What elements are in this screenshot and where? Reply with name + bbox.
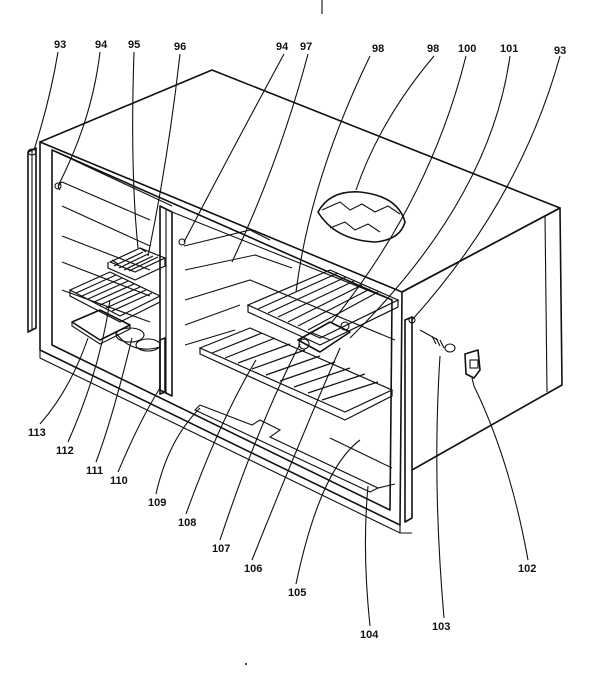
leader-98a — [295, 55, 371, 293]
right-bottom-pan — [194, 404, 396, 493]
callout-103: 103 — [432, 621, 450, 633]
leader-93a — [33, 51, 59, 151]
leader-112 — [67, 299, 111, 443]
right-lower-rack — [198, 327, 394, 421]
callout-95: 95 — [128, 39, 140, 51]
leader-100 — [331, 55, 467, 323]
callout-100: 100 — [458, 43, 476, 55]
leader-103 — [436, 355, 445, 619]
leader-111 — [95, 337, 133, 463]
leader-93b — [411, 55, 561, 321]
left-shelf-supports — [54, 181, 151, 323]
leader-94a — [57, 51, 101, 187]
leader-110 — [117, 387, 161, 473]
leader-113 — [39, 337, 89, 425]
cabinet-body — [39, 69, 563, 534]
left-upper-rack — [107, 247, 167, 281]
door-switch-part — [464, 349, 481, 387]
callout-93: 93 — [554, 45, 566, 57]
callout-94: 94 — [276, 41, 289, 53]
leader-98b — [355, 55, 435, 191]
callout-105: 105 — [288, 587, 306, 599]
leader-104 — [364, 485, 371, 627]
leader-106 — [251, 347, 341, 561]
callout-102: 102 — [518, 563, 536, 575]
leader-94b — [183, 53, 285, 243]
leader-95 — [132, 51, 139, 249]
hinge-pin-assembly — [404, 316, 456, 523]
left-side-rail — [159, 337, 166, 395]
leader-96 — [147, 53, 181, 257]
callout-98: 98 — [372, 43, 384, 55]
leader-101 — [349, 55, 511, 339]
callout-93: 93 — [54, 39, 66, 51]
callout-94: 94 — [95, 39, 108, 51]
speck — [245, 663, 247, 665]
callout-111: 111 — [86, 465, 103, 477]
leader-108a — [185, 359, 257, 515]
right-upper-rack — [246, 269, 400, 346]
callout-108: 108 — [178, 517, 196, 529]
callout-98: 98 — [427, 43, 439, 55]
callout-96: 96 — [174, 41, 186, 53]
callout-109: 109 — [148, 497, 166, 509]
right-shelf-supports — [178, 229, 396, 346]
left-gasket-strip — [27, 147, 37, 333]
leader-107 — [219, 343, 301, 541]
leader-lines — [33, 51, 561, 627]
callout-113: 113 — [28, 427, 46, 439]
callout-110: 110 — [110, 475, 128, 487]
callout-104: 104 — [360, 629, 379, 641]
callout-101: 101 — [500, 43, 518, 55]
callout-106: 106 — [244, 563, 262, 575]
left-egg-tray — [115, 327, 161, 352]
thermostat-control — [297, 321, 351, 353]
top-evaporator-cutaway — [317, 191, 406, 243]
callout-labels: 93 94 95 96 94 97 98 98 100 101 93 113 1… — [28, 39, 566, 641]
callout-97: 97 — [300, 41, 312, 53]
callout-107: 107 — [212, 543, 230, 555]
leader-97 — [231, 53, 309, 263]
left-lower-rack — [68, 271, 162, 323]
leader-102 — [473, 385, 529, 561]
callout-112: 112 — [56, 445, 74, 457]
leader-105 — [295, 439, 361, 585]
leader-109 — [155, 407, 201, 495]
